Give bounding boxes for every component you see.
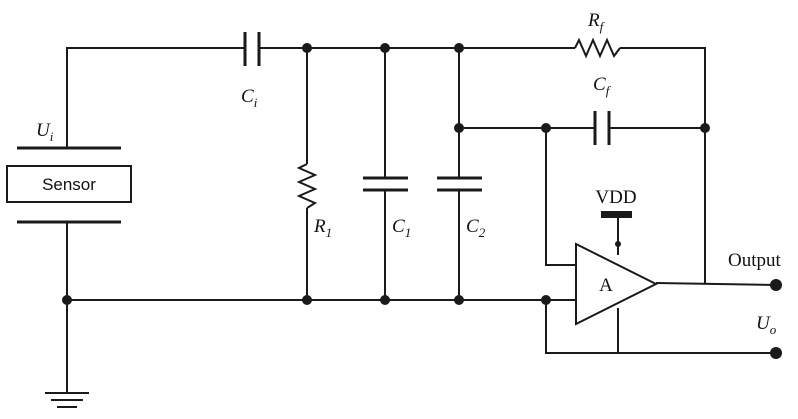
wire-sensor-to-ci xyxy=(66,47,245,148)
c2-label: C2 xyxy=(466,216,486,240)
resistor-r1 xyxy=(296,163,318,209)
rf-label: Rf xyxy=(587,10,606,34)
amp-label: A xyxy=(599,275,613,296)
junction-dot xyxy=(454,43,464,53)
junction-dot xyxy=(380,295,390,305)
wires xyxy=(66,47,777,393)
junction-dot xyxy=(541,295,551,305)
junction-dot xyxy=(380,43,390,53)
junction-dot xyxy=(302,295,312,305)
sensor-component xyxy=(6,146,132,224)
output-label: Output xyxy=(728,250,782,271)
junction-dot xyxy=(454,295,464,305)
wire-output xyxy=(655,282,777,286)
output-terminal xyxy=(770,279,782,291)
junction-dot xyxy=(700,123,710,133)
uo-label: Uo xyxy=(756,313,777,337)
capacitor-c1 xyxy=(363,176,408,192)
junction-dot xyxy=(454,123,464,133)
ground-icon xyxy=(45,392,89,408)
junction-dot xyxy=(615,241,621,247)
junction-dot xyxy=(541,123,551,133)
junction-dots xyxy=(62,43,710,305)
vdd-bar xyxy=(601,211,632,218)
ci-label: Ci xyxy=(241,86,258,110)
r1-label: R1 xyxy=(313,216,332,240)
capacitor-ci xyxy=(243,32,261,66)
wire-ground-return xyxy=(545,300,776,354)
cf-label: Cf xyxy=(593,74,612,98)
capacitor-c2 xyxy=(437,176,482,192)
resistor-rf xyxy=(574,37,621,59)
wire-rf-to-output xyxy=(620,47,706,283)
junction-dot xyxy=(302,43,312,53)
c1-label: C1 xyxy=(392,216,411,240)
junction-dot xyxy=(62,295,72,305)
sensor-label: Sensor xyxy=(42,175,96,194)
ground-terminal xyxy=(770,347,782,359)
wire-inverting-input xyxy=(545,128,576,266)
vdd-label: VDD xyxy=(595,187,636,208)
ui-label: Ui xyxy=(36,120,54,144)
capacitor-cf xyxy=(593,111,611,145)
op-amp-triangle xyxy=(575,242,659,326)
